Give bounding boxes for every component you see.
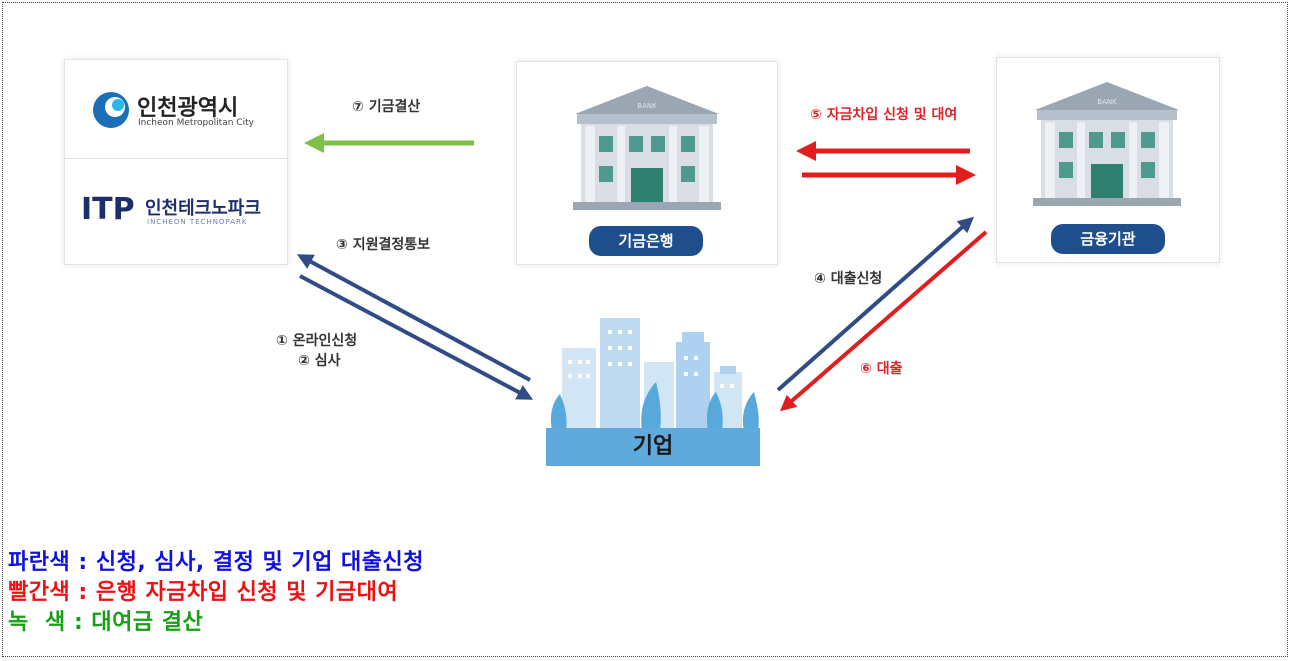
bank-sign: BANK xyxy=(637,102,657,110)
legend-blue: 파란색 : 신청, 심사, 결정 및 기업 대출신청 xyxy=(8,550,424,575)
company-label: 기업 xyxy=(632,434,674,459)
incheon-logo-icon xyxy=(93,92,129,128)
itp-name-ko: 인천테크노파크 xyxy=(145,198,261,219)
step-6-label: ⑥ 대출 xyxy=(860,361,903,377)
legend-red: 빨간색 : 은행 자금차입 신청 및 기금대여 xyxy=(8,580,399,605)
arrow-loan xyxy=(779,230,988,412)
step-4-label: ④ 대출신청 xyxy=(814,271,883,287)
incheon-itp-card: 인천광역시 Incheon Metropolitan City ITP 인천테크… xyxy=(64,59,288,265)
financial-institution-card: BANK 금융기관 xyxy=(996,57,1220,263)
fund-bank-card: BANK 기금은행 xyxy=(516,61,778,265)
fund-bank-label: 기금은행 xyxy=(589,226,703,256)
itp-name-en: INCHEON TECHNOPARK xyxy=(147,218,248,226)
financial-institution-label: 금융기관 xyxy=(1051,224,1165,254)
step-1-label: ① 온라인신청 xyxy=(276,333,358,349)
bank-building-icon: BANK xyxy=(1033,82,1181,206)
step-7-label: ⑦ 기금결산 xyxy=(352,99,421,115)
arrow-online-apply xyxy=(299,274,534,400)
card-divider xyxy=(65,158,287,159)
itp-abbr: ITP xyxy=(81,192,135,227)
incheon-name-ko: 인천광역시 xyxy=(137,96,239,121)
step-2-label: ② 심사 xyxy=(298,353,341,369)
step-5-label: ⑤ 자금차입 신청 및 대여 xyxy=(810,107,958,123)
step-3-label: ③ 지원결정통보 xyxy=(336,237,431,253)
incheon-name-en: Incheon Metropolitan City xyxy=(138,118,254,128)
company-block xyxy=(546,428,760,466)
bank-building-icon: BANK xyxy=(573,86,721,210)
arrow-decision-notice xyxy=(296,254,531,382)
arrow-loan-apply xyxy=(776,216,974,392)
bank-sign: BANK xyxy=(1097,98,1117,106)
legend-green: 녹 색 : 대여금 결산 xyxy=(8,610,204,635)
